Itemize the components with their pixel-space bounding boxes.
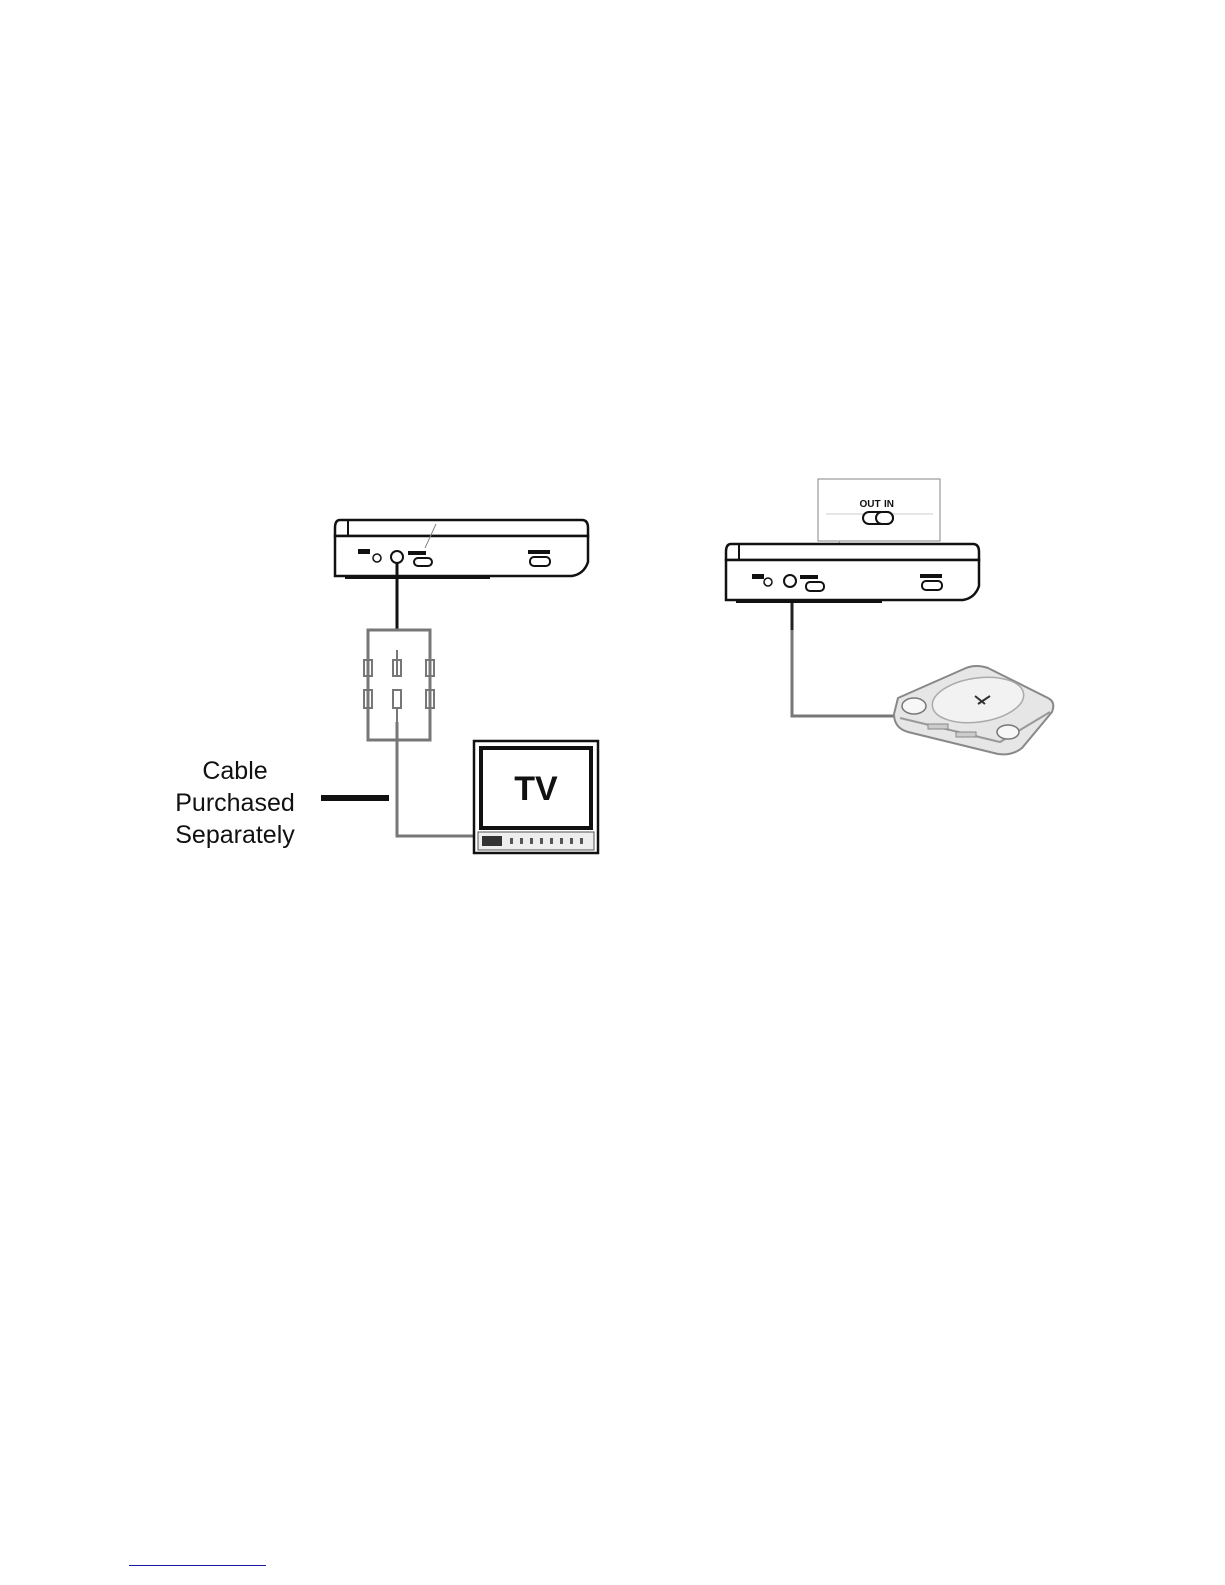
switch-label-out: OUT — [859, 499, 880, 510]
dc-label-mark — [358, 549, 370, 554]
caption-line-1: Cable — [160, 755, 310, 787]
tv-label: TV — [514, 770, 558, 808]
rca-cable-bundle — [364, 630, 478, 836]
cable-indicator-bar — [321, 795, 389, 801]
dvd-player-right — [726, 544, 979, 602]
switch-label-in: IN — [884, 499, 894, 510]
game-console — [894, 666, 1053, 754]
caption-line-3: Separately — [160, 819, 310, 851]
tv-set: TV — [474, 741, 598, 853]
footnote-rule — [129, 1565, 266, 1566]
console-cable — [792, 603, 898, 716]
caption-line-2: Purchased — [160, 787, 310, 819]
dvd-player-left — [335, 520, 588, 578]
cable-caption: Cable Purchased Separately — [160, 755, 310, 851]
